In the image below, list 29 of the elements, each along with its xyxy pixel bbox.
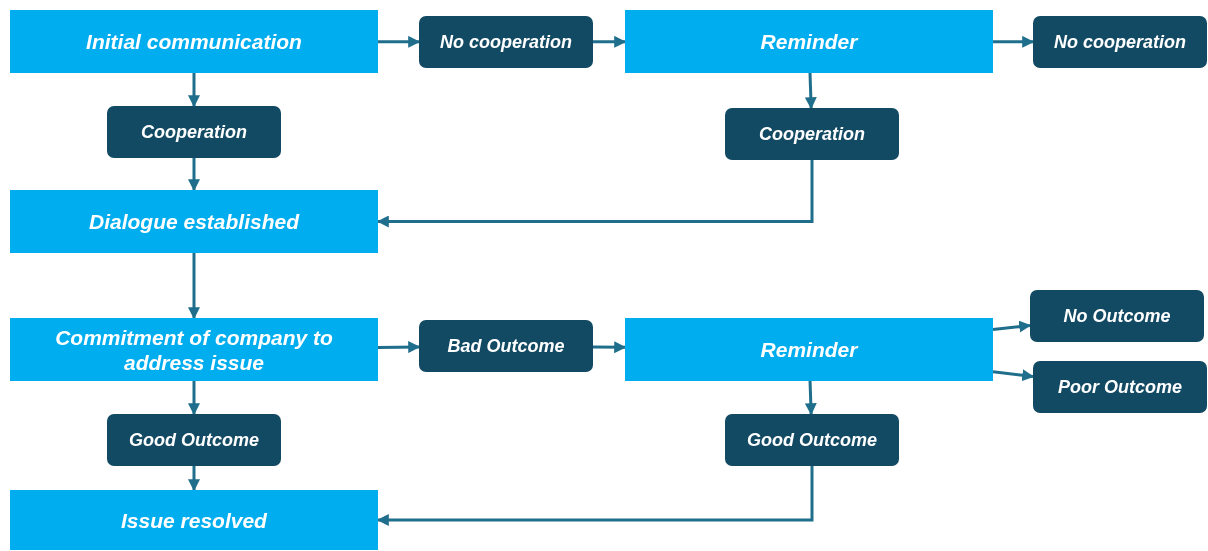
arrow <box>593 35 627 48</box>
response-box: Good Outcome <box>107 414 281 466</box>
arrow <box>188 158 200 192</box>
response-box: Cooperation <box>107 106 281 158</box>
arrow <box>188 253 200 320</box>
arrow <box>188 381 200 416</box>
arrow <box>804 72 817 110</box>
response-box: No cooperation <box>1033 16 1207 68</box>
response-box: No Outcome <box>1030 290 1204 342</box>
response-box: Poor Outcome <box>1033 361 1207 413</box>
response-box: Bad Outcome <box>419 320 593 372</box>
arrow <box>592 341 627 354</box>
arrow <box>992 369 1035 382</box>
stage-box: Initial communication <box>10 10 378 73</box>
arrow <box>188 73 200 108</box>
arrow <box>993 35 1035 48</box>
response-box: Cooperation <box>725 108 899 160</box>
stage-box: Reminder <box>625 10 993 73</box>
arrow <box>378 35 421 48</box>
arrow <box>804 380 817 416</box>
arrow <box>188 466 200 492</box>
stage-box: Issue resolved <box>10 490 378 550</box>
arrow <box>377 341 421 354</box>
stage-box: Commitment of company to address issue <box>10 318 378 381</box>
response-box: Good Outcome <box>725 414 899 466</box>
stage-box: Reminder <box>625 318 993 381</box>
stage-box: Dialogue established <box>10 190 378 253</box>
arrow <box>992 320 1032 333</box>
response-box: No cooperation <box>419 16 593 68</box>
